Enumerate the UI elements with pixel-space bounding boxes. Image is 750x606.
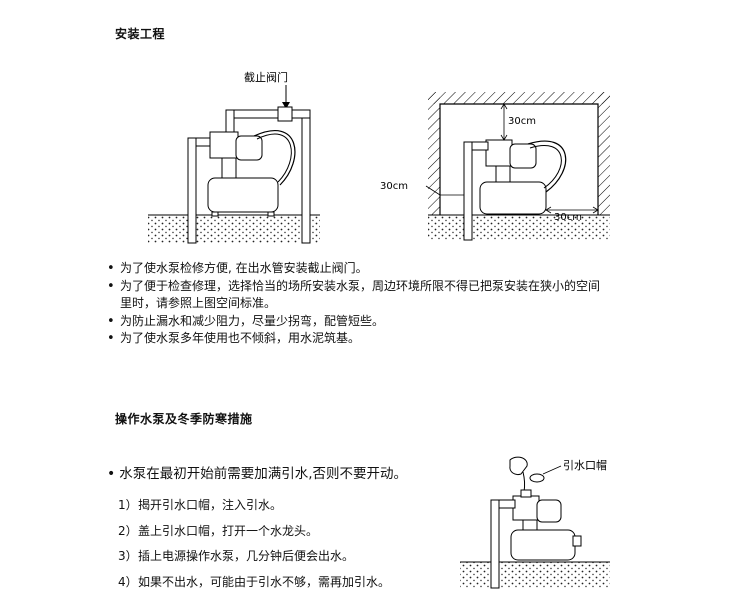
left-wall-hatch [428,92,440,215]
install-note: 为了使水泵检修方便, 在出水管安装截止阀门。 [107,260,667,278]
ground [148,215,320,243]
motor [235,135,263,161]
install-note: 为防止漏水和减少阻力，尽量少拐弯，配管短些。 [107,313,667,331]
dim-right: 30cm [554,212,582,223]
ground [428,215,610,240]
dim-left: 30cm [380,181,408,192]
pump-body [209,131,239,159]
ground [460,562,610,588]
right-wall-hatch [598,92,610,215]
install-note-continued: 里时，请参照上图空间标准。 [120,296,277,310]
ceiling-hatch [428,92,610,104]
valve-label: 截止阀门 [244,70,288,84]
operation-step: 3）插上电源操作水泵，几分钟后便会出水。 [118,549,355,563]
priming-diagram: 引水口帽 [460,456,610,589]
operation-step: 4）如果不出水，可能由于引水不够，需再加引水。 [118,574,391,589]
shutoff-valve [277,106,293,122]
priming-cap [529,473,545,483]
install-diagram-valve: 截止阀门 [148,70,320,244]
install-diagram-space: 30cm 30cm 30cm [380,92,610,241]
operation-lead: •水泵在最初开始前需要加满引水,否则不要开动。 [107,466,408,482]
install-note: 为了便于检查修理，选择恰当的场所安装水泵，周边环境所限不得已把泵安装在狭小的空间 [107,278,667,296]
dim-top: 30cm [508,116,536,127]
cap-label: 引水口帽 [563,458,607,472]
water-jug [509,456,528,475]
operation-step: 1）揭开引水口帽，注入引水。 [118,498,283,512]
install-note: 为了使水泵多年使用也不倾斜，用水泥筑基。 [107,330,667,348]
operation-lead-text: 水泵在最初开始前需要加满引水,否则不要开动。 [119,466,408,482]
install-heading: 安装工程 [115,27,166,41]
operation-steps: 1）揭开引水口帽，注入引水。 2）盖上引水口帽，打开一个水龙头。 3）插上电源操… [118,496,458,598]
operation-step: 2）盖上引水口帽，打开一个水龙头。 [118,523,319,538]
install-notes: 为了使水泵检修方便, 在出水管安装截止阀门。 为了便于检查修理，选择恰当的场所安… [107,260,667,348]
operation-heading: 操作水泵及冬季防寒措施 [115,412,253,426]
